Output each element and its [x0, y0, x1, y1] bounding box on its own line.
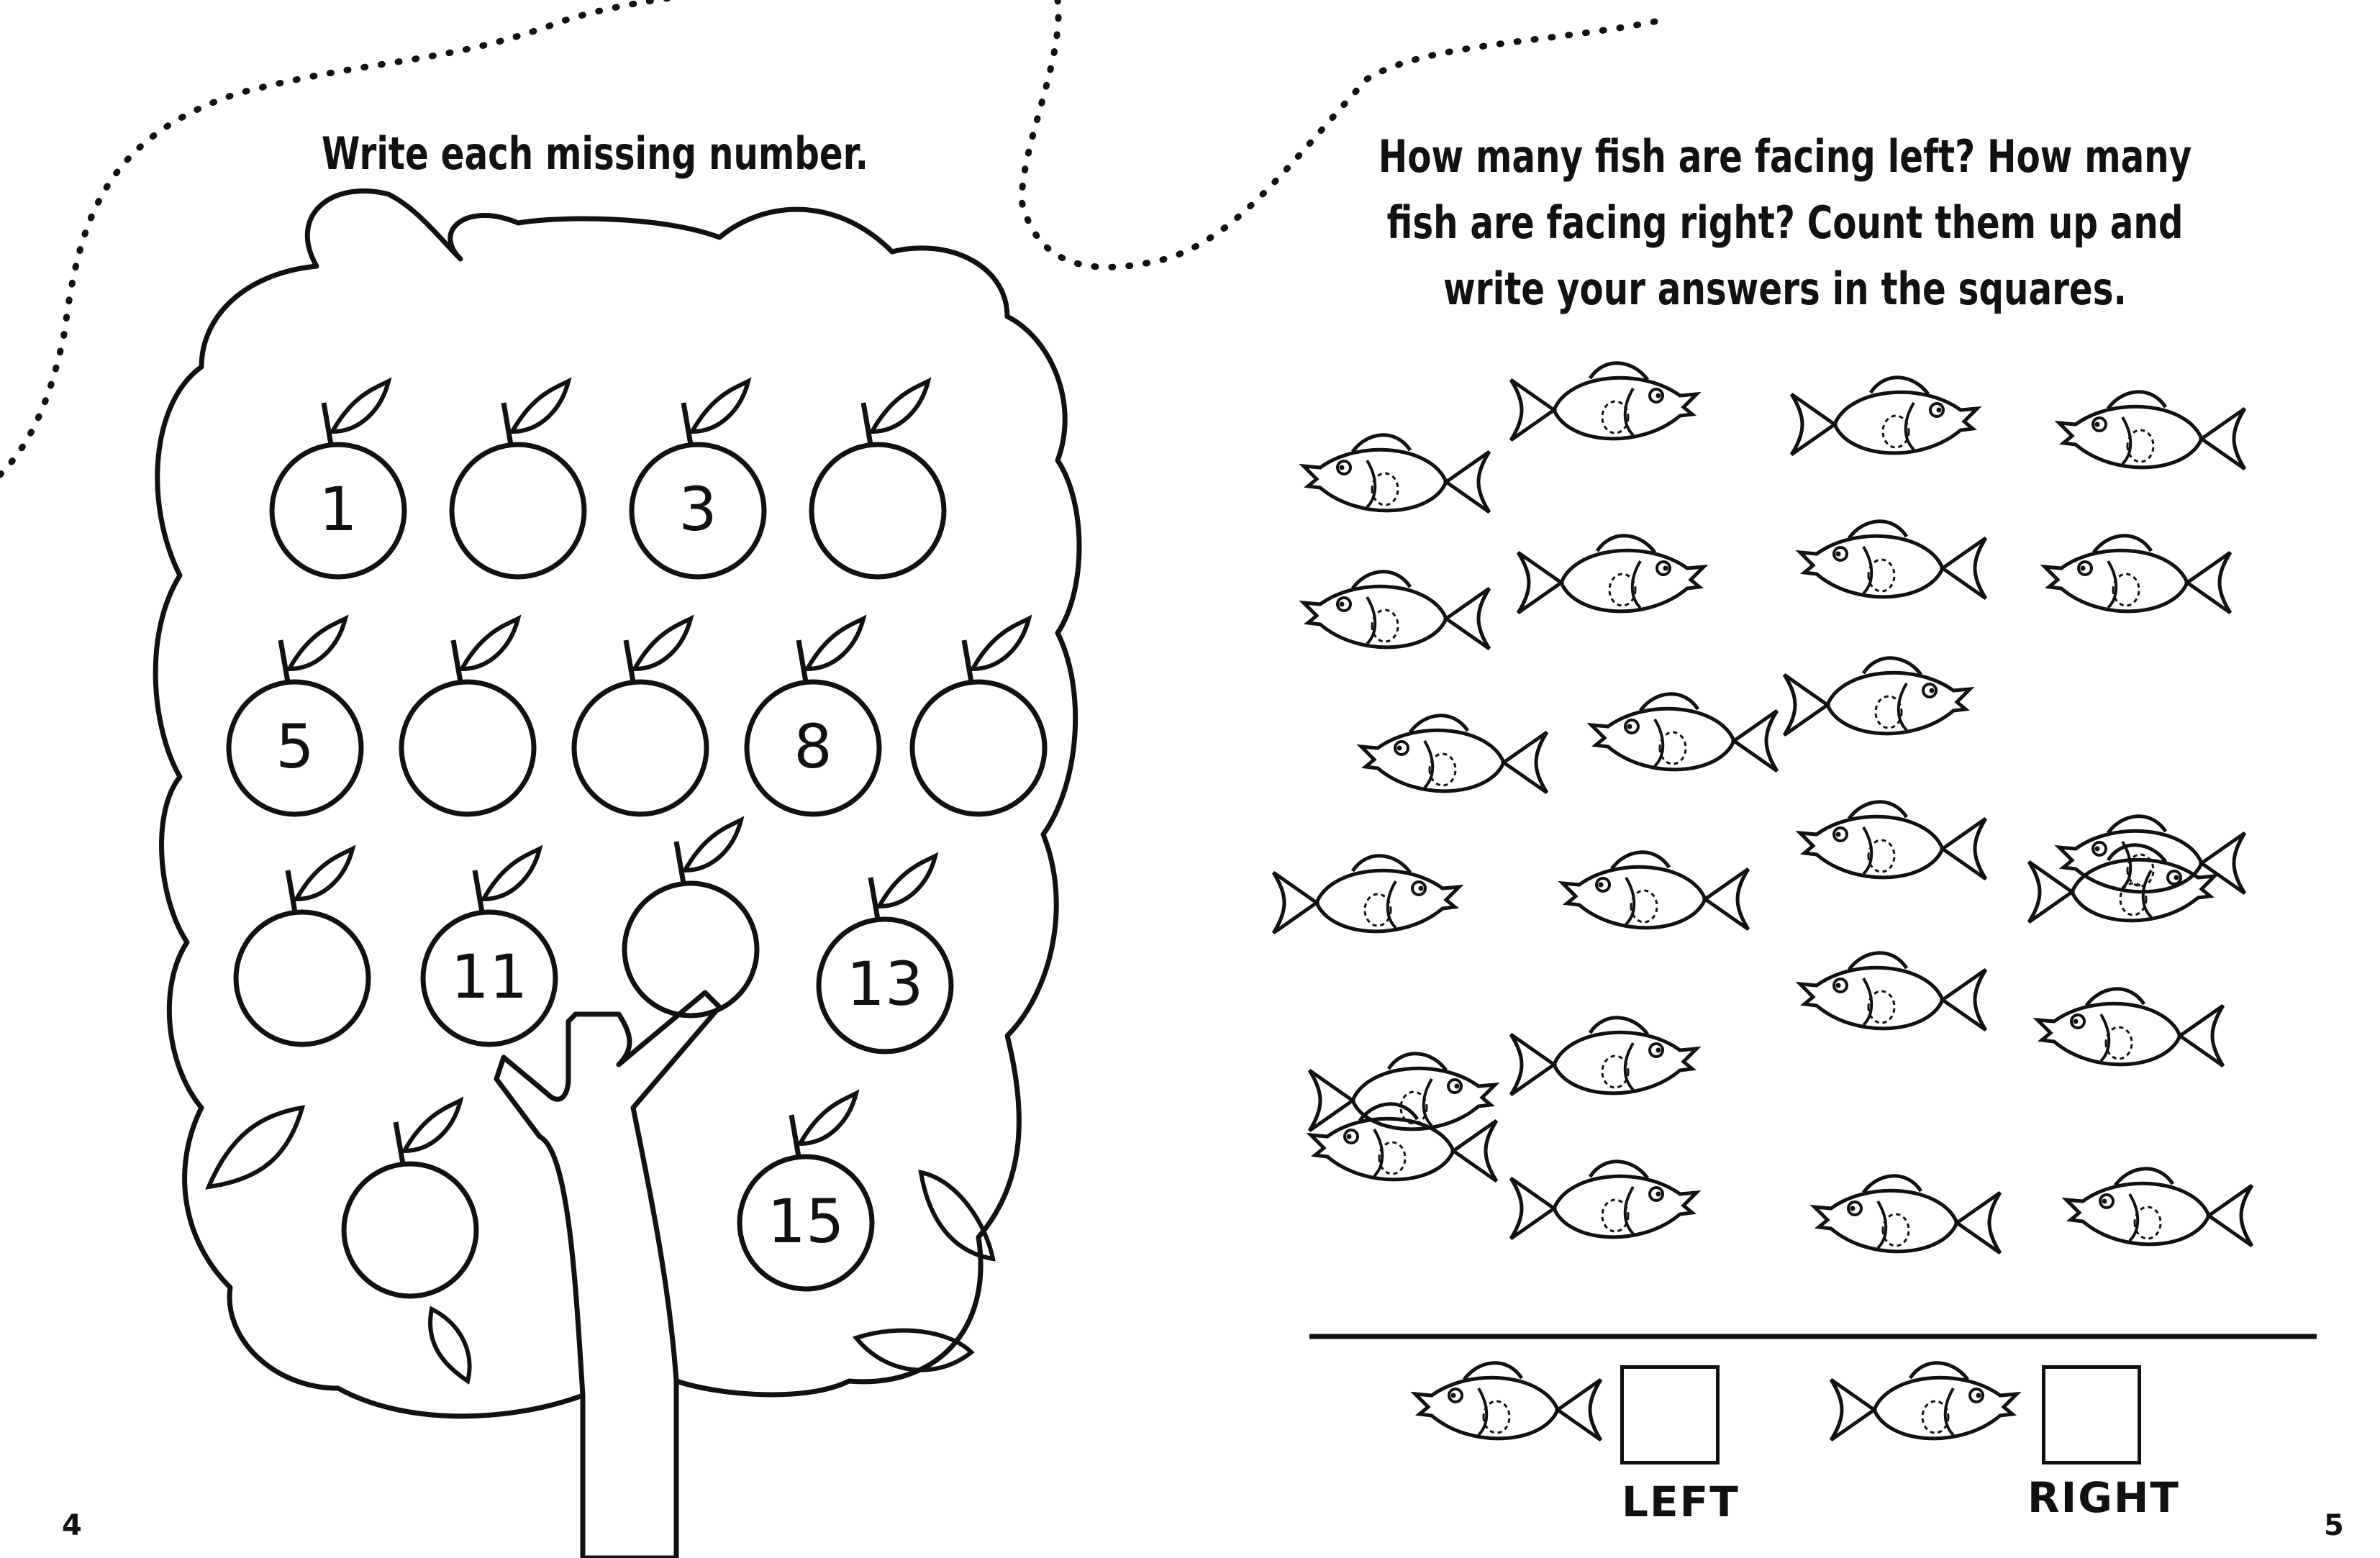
apple-number[interactable]: 11: [450, 942, 528, 1012]
apple: [909, 614, 1048, 817]
left-page: [0, 0, 1190, 1558]
apple: [744, 614, 882, 817]
fish-facing-right: [1782, 656, 1975, 737]
instruction-line-3: write your answers in the squares.: [1443, 263, 2127, 315]
fish-facing-left: [1795, 800, 1988, 881]
instruction-line-2: fish are facing right? Count them up and: [1386, 196, 2184, 249]
legend-fish-left-icon: [1410, 1361, 1603, 1442]
fish-facing-left: [1356, 714, 1549, 795]
fish-facing-left: [2054, 814, 2247, 896]
apple: [233, 844, 371, 1047]
legend-fish-right-icon: [1829, 1361, 2022, 1442]
fish-facing-left: [1795, 519, 1988, 601]
apple: [737, 1089, 875, 1292]
fish-facing-left: [1558, 850, 1750, 931]
apple: [341, 1096, 479, 1299]
right-answer-label: RIGHT: [2027, 1473, 2180, 1522]
apple-number[interactable]: 8: [794, 711, 832, 782]
right-answer-box[interactable]: [2042, 1365, 2141, 1464]
apple-number[interactable]: 13: [846, 949, 924, 1019]
apple: [571, 614, 709, 817]
fish-facing-left: [2061, 1167, 2254, 1248]
left-instruction: Write each missing number.: [321, 127, 869, 180]
fish-facing-right: [1789, 375, 1982, 457]
fish-facing-left: [2040, 534, 2233, 615]
fish-facing-left: [1795, 951, 1988, 1032]
apple: [399, 614, 537, 817]
tree-trunk: [494, 990, 722, 1396]
fish-facing-right: [1271, 854, 1464, 935]
page-number-left: 4: [62, 1509, 82, 1542]
fish-facing-right: [1509, 361, 1702, 442]
page-number-right: 5: [2324, 1509, 2344, 1542]
apple: [809, 377, 947, 580]
apple-number[interactable]: 5: [276, 711, 314, 782]
left-answer-box[interactable]: [1620, 1365, 1720, 1464]
fish-facing-left: [1299, 570, 1491, 651]
apple: [420, 844, 558, 1047]
fish-facing-right: [2027, 843, 2220, 924]
instruction-line-1: How many fish are facing left? How many: [1378, 130, 2192, 183]
fish-facing-left: [1306, 1102, 1499, 1183]
fish-facing-right: [1509, 1016, 1702, 1097]
apple: [449, 377, 587, 580]
apple: [629, 377, 767, 580]
right-instruction: How many fish are facing left? How many …: [1321, 124, 2249, 322]
apple: [226, 614, 364, 817]
fish-facing-left: [1586, 692, 1779, 773]
fish-facing-left: [2032, 987, 2225, 1068]
fish-facing-right: [1509, 1160, 1702, 1241]
fish-facing-left: [1299, 433, 1491, 514]
apple-number[interactable]: 1: [319, 474, 358, 545]
apple: [622, 816, 760, 1019]
left-answer-label: LEFT: [1622, 1477, 1740, 1526]
fish-facing-left: [1809, 1174, 2002, 1255]
apple: [816, 852, 954, 1054]
apple-number[interactable]: 3: [678, 474, 717, 545]
fish-facing-right: [1307, 1052, 1500, 1133]
fish-facing-left: [2054, 390, 2247, 471]
fish-facing-right: [1516, 534, 1709, 615]
apple: [269, 377, 407, 580]
falling-leaves: [205, 1105, 996, 1385]
tree-canopy: [153, 188, 1082, 1558]
apple-number[interactable]: 15: [767, 1186, 845, 1257]
